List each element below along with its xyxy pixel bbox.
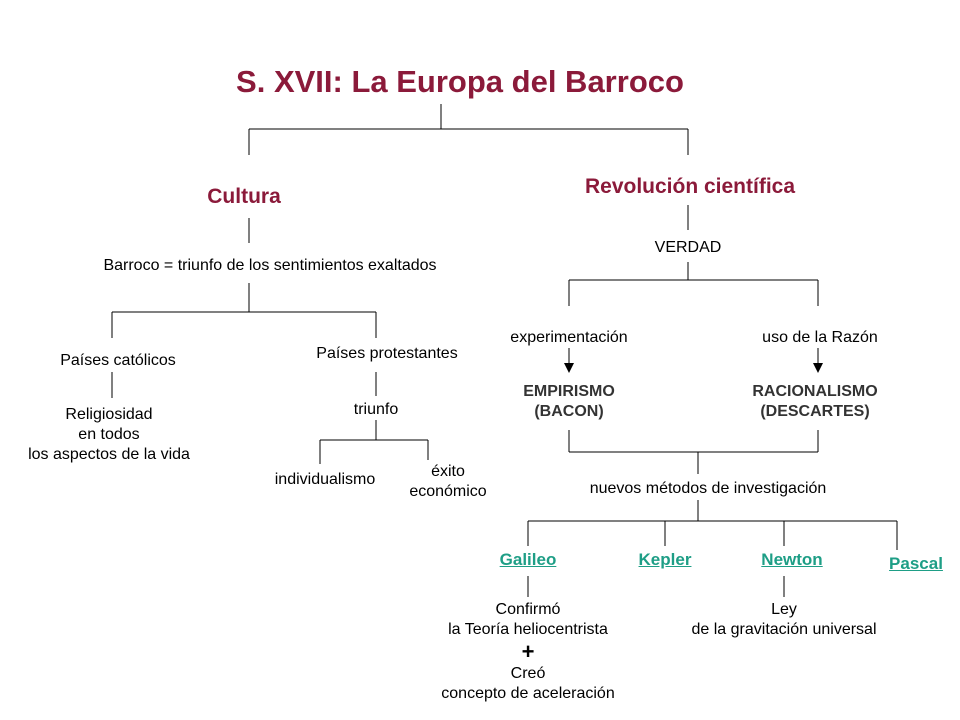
nuevos-metodos-text: nuevos métodos de investigación <box>589 480 827 497</box>
newton-link[interactable]: Newton <box>761 550 823 569</box>
page-title: S. XVII: La Europa del Barroco <box>236 64 684 99</box>
cultura-heading: Cultura <box>207 185 281 208</box>
pascal-link[interactable]: Pascal <box>889 554 943 573</box>
uso-razon-text: uso de la Razón <box>762 329 878 346</box>
revolucion-heading: Revolución científica <box>584 175 796 198</box>
individualismo-text: individualismo <box>274 471 376 488</box>
empirismo-label: EMPIRISMO (BACON) <box>523 383 615 420</box>
galileo-confirmo-text: Confirmó la Teoría heliocentrista <box>448 601 608 638</box>
paises-protestantes-label: Países protestantes <box>316 345 458 362</box>
kepler-link[interactable]: Kepler <box>638 550 692 569</box>
racionalismo-label: RACIONALISMO (DESCARTES) <box>752 383 878 420</box>
plus-sign: + <box>521 639 535 664</box>
paises-catolicos-label: Países católicos <box>60 352 176 369</box>
galileo-link[interactable]: Galileo <box>499 550 557 569</box>
religiosidad-text: Religiosidad en todos los aspectos de la… <box>28 406 190 463</box>
experimentacion-text: experimentación <box>510 329 628 346</box>
exito-economico-text: éxito económico <box>409 463 487 500</box>
barroco-definition: Barroco = triunfo de los sentimientos ex… <box>103 257 437 274</box>
galileo-creo-text: Creó concepto de aceleración <box>441 665 615 702</box>
triunfo-text: triunfo <box>353 401 399 418</box>
newton-ley-text: Ley de la gravitación universal <box>691 601 877 638</box>
verdad-text: VERDAD <box>654 239 722 256</box>
